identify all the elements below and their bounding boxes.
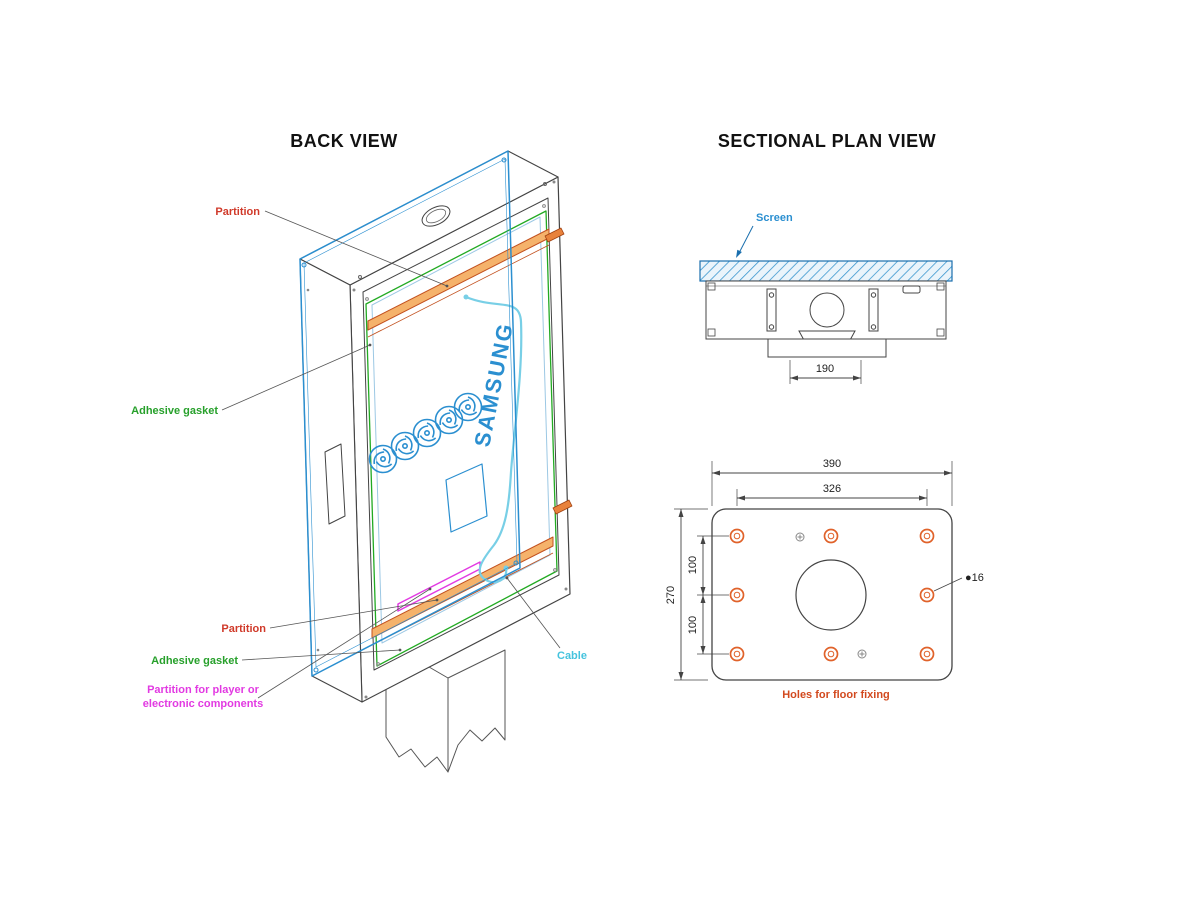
opening-screws <box>365 204 557 666</box>
dim-326-label: 326 <box>823 483 841 495</box>
dim-100-top-label: 100 <box>687 556 699 574</box>
pole-mount-tray <box>767 338 887 358</box>
dim-100-chain: 100 100 <box>687 535 729 655</box>
left-face-screw <box>306 288 310 292</box>
dim-390-label: 390 <box>823 458 841 470</box>
cabinet-left-face <box>299 258 363 703</box>
mount-bracket-left <box>766 288 777 332</box>
inner-screen-back-panel <box>371 216 551 644</box>
cable-gland-oval <box>421 205 451 227</box>
dim-270: 270 <box>665 508 708 681</box>
partition-top-edge-line <box>367 244 550 338</box>
cable-path <box>465 295 523 584</box>
cable-connector <box>463 294 469 300</box>
mount-bracket-right <box>868 288 879 332</box>
back-view-leaders <box>221 210 561 699</box>
hole-diameter-label: ●16 <box>965 572 984 584</box>
cable-label: Cable <box>557 650 587 662</box>
pedestal-right-face <box>447 649 506 773</box>
enclosure-section-body <box>705 280 947 340</box>
adhesive-gasket-loop <box>365 210 558 667</box>
hinge-bottom <box>552 499 573 515</box>
player-partition-label-line2: electronic components <box>143 698 263 710</box>
screen-label: Screen <box>756 212 793 224</box>
dim-190: 190 <box>789 360 862 384</box>
dim-100-bottom-label: 100 <box>687 616 699 634</box>
screen-corner-screw <box>301 262 307 268</box>
player-partition-label-line1: Partition for player or <box>147 684 260 696</box>
cable-gland-oval-inner <box>425 208 447 224</box>
partition-top-label: Partition <box>215 206 260 218</box>
hinge-top <box>544 227 565 243</box>
door-hinges <box>544 227 573 515</box>
pole-section-circle <box>809 292 845 328</box>
screen-outline-inner <box>303 158 518 668</box>
panel-cutout <box>445 463 488 533</box>
screen-corner-screw <box>513 560 519 566</box>
base-plate-outline <box>711 508 953 681</box>
dim-270-label: 270 <box>665 586 677 604</box>
back-view-callouts: Partition Adhesive gasket Partition Adhe… <box>131 206 587 710</box>
top-face-screw <box>543 182 547 186</box>
dim-190-label: 190 <box>816 363 834 375</box>
back-view-title: BACK VIEW <box>290 131 398 151</box>
pole-hole-circle <box>795 559 867 631</box>
left-face-screw <box>316 648 320 652</box>
cabinet-interior: SAMSUNG <box>365 204 558 667</box>
back-face-screws <box>352 180 568 699</box>
dim-390: 390 <box>711 458 953 506</box>
screen-section-bar <box>699 260 953 282</box>
screen-leader <box>737 225 754 256</box>
enclosure-section <box>705 280 947 358</box>
screen-front-panel <box>299 150 521 677</box>
base-plate-drawing: 390 326 270 <box>665 458 984 701</box>
partition-bottom-label: Partition <box>221 623 266 635</box>
base-plate-caption: Holes for floor fixing <box>782 689 890 701</box>
dim-326: 326 <box>736 483 928 506</box>
hole-diameter-callout: ●16 <box>933 572 984 592</box>
screen-corner-screw <box>313 667 319 673</box>
side-vent-door <box>324 443 346 525</box>
adhesive-gasket-bottom-label: Adhesive gasket <box>151 655 238 667</box>
top-face-screw <box>358 275 362 279</box>
adhesive-gasket-top-label: Adhesive gasket <box>131 405 218 417</box>
sectional-view-title: SECTIONAL PLAN VIEW <box>718 131 936 151</box>
sectional-plan-view-drawing: Screen <box>699 212 953 384</box>
screen-corner-screw <box>501 157 507 163</box>
section-terminal-block <box>902 285 921 294</box>
screen-outline <box>299 150 521 677</box>
partition-bottom-bar <box>371 536 554 639</box>
screen-leader-arrowhead <box>736 249 742 258</box>
back-view-drawing: SAMSUNG <box>131 150 587 773</box>
